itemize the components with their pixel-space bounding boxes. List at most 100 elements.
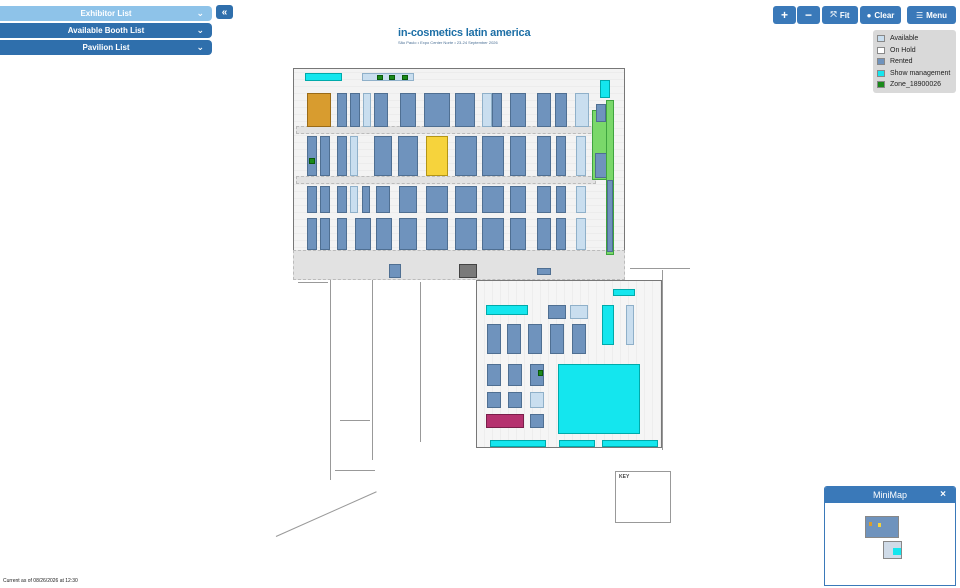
booth[interactable] bbox=[337, 93, 347, 127]
booth[interactable] bbox=[399, 218, 417, 250]
booth[interactable] bbox=[363, 93, 371, 127]
booth[interactable] bbox=[482, 218, 504, 250]
booth[interactable] bbox=[575, 93, 589, 127]
booth[interactable] bbox=[530, 364, 544, 386]
exhibitor-list-panel[interactable]: Exhibitor List ⌄ bbox=[0, 6, 212, 21]
booth[interactable] bbox=[320, 136, 330, 176]
booth[interactable] bbox=[337, 186, 347, 213]
booth[interactable] bbox=[305, 73, 342, 81]
booth[interactable] bbox=[537, 268, 551, 275]
booth[interactable] bbox=[320, 218, 330, 250]
minimap-view[interactable] bbox=[825, 503, 955, 585]
booth[interactable] bbox=[510, 186, 526, 213]
booth[interactable] bbox=[510, 218, 526, 250]
booth[interactable] bbox=[556, 218, 566, 250]
booth[interactable] bbox=[398, 136, 418, 176]
booth[interactable] bbox=[606, 100, 614, 255]
booth[interactable] bbox=[482, 136, 504, 176]
booth[interactable] bbox=[548, 305, 566, 319]
booth[interactable] bbox=[537, 136, 551, 176]
booth[interactable] bbox=[556, 186, 566, 213]
booth[interactable] bbox=[307, 136, 317, 176]
booth[interactable] bbox=[613, 289, 635, 296]
pavilion-list-panel[interactable]: Pavilion List ⌄ bbox=[0, 40, 212, 55]
booth[interactable] bbox=[550, 324, 564, 354]
booth[interactable] bbox=[486, 305, 528, 315]
booth[interactable] bbox=[600, 80, 610, 98]
booth[interactable] bbox=[555, 93, 567, 127]
booth[interactable] bbox=[374, 93, 388, 127]
booth[interactable] bbox=[530, 392, 544, 408]
fit-button[interactable]: ⤧ Fit bbox=[822, 6, 858, 24]
booth[interactable] bbox=[377, 75, 383, 80]
booth[interactable] bbox=[455, 186, 477, 213]
minimap-panel[interactable]: MiniMap × bbox=[824, 486, 956, 586]
available-booth-list-panel[interactable]: Available Booth List ⌄ bbox=[0, 23, 212, 38]
booth[interactable] bbox=[482, 186, 504, 213]
booth[interactable] bbox=[426, 186, 448, 213]
booth[interactable] bbox=[374, 136, 392, 176]
booth[interactable] bbox=[510, 93, 526, 127]
booth[interactable] bbox=[490, 440, 546, 447]
booth[interactable] bbox=[510, 136, 526, 176]
booth[interactable] bbox=[576, 186, 586, 213]
booth[interactable] bbox=[530, 414, 544, 428]
booth[interactable] bbox=[455, 136, 477, 176]
booth[interactable] bbox=[487, 392, 501, 408]
booth[interactable] bbox=[537, 218, 551, 250]
close-icon[interactable]: × bbox=[940, 489, 946, 500]
booth[interactable] bbox=[486, 414, 524, 428]
booth[interactable] bbox=[626, 305, 634, 345]
booth[interactable] bbox=[508, 364, 522, 386]
booth[interactable] bbox=[362, 186, 370, 213]
booth[interactable] bbox=[576, 136, 586, 176]
booth[interactable] bbox=[487, 364, 501, 386]
booth[interactable] bbox=[508, 392, 522, 408]
booth[interactable] bbox=[455, 218, 477, 250]
booth[interactable] bbox=[307, 93, 331, 127]
booth[interactable] bbox=[350, 186, 358, 213]
booth[interactable] bbox=[337, 218, 347, 250]
booth[interactable] bbox=[570, 305, 588, 319]
booth[interactable] bbox=[492, 93, 502, 127]
minimap-header[interactable]: MiniMap × bbox=[825, 487, 955, 503]
booth[interactable] bbox=[537, 93, 551, 127]
booth[interactable] bbox=[307, 218, 317, 250]
booth[interactable] bbox=[538, 370, 543, 376]
booth[interactable] bbox=[602, 440, 658, 447]
booth[interactable] bbox=[307, 186, 317, 213]
booth[interactable] bbox=[337, 136, 347, 176]
booth[interactable] bbox=[507, 324, 521, 354]
booth[interactable] bbox=[350, 136, 358, 176]
menu-button[interactable]: ☰ Menu bbox=[907, 6, 956, 24]
booth[interactable] bbox=[528, 324, 542, 354]
zoom-in-button[interactable]: + bbox=[773, 6, 796, 24]
clear-button[interactable]: ● Clear bbox=[860, 6, 901, 24]
booth[interactable] bbox=[389, 264, 401, 278]
collapse-panels-button[interactable]: « bbox=[216, 5, 233, 19]
booth[interactable] bbox=[537, 186, 551, 213]
booth[interactable] bbox=[320, 186, 330, 213]
booth[interactable] bbox=[576, 218, 586, 250]
booth[interactable] bbox=[602, 305, 614, 345]
booth[interactable] bbox=[376, 218, 392, 250]
booth[interactable] bbox=[400, 93, 416, 127]
booth[interactable] bbox=[426, 136, 448, 176]
booth[interactable] bbox=[399, 186, 417, 213]
booth[interactable] bbox=[402, 75, 408, 80]
booth[interactable] bbox=[487, 324, 501, 354]
booth[interactable] bbox=[309, 158, 315, 164]
booth[interactable] bbox=[350, 93, 360, 127]
booth[interactable] bbox=[389, 75, 395, 80]
zoom-out-button[interactable]: − bbox=[797, 6, 820, 24]
booth[interactable] bbox=[559, 440, 595, 447]
booth[interactable] bbox=[426, 218, 448, 250]
booth[interactable] bbox=[424, 93, 450, 127]
booth[interactable] bbox=[355, 218, 371, 250]
booth[interactable] bbox=[459, 264, 477, 278]
booth[interactable] bbox=[558, 364, 640, 434]
booth[interactable] bbox=[596, 104, 606, 122]
booth[interactable] bbox=[607, 180, 613, 252]
booth[interactable] bbox=[556, 136, 566, 176]
booth[interactable] bbox=[572, 324, 586, 354]
